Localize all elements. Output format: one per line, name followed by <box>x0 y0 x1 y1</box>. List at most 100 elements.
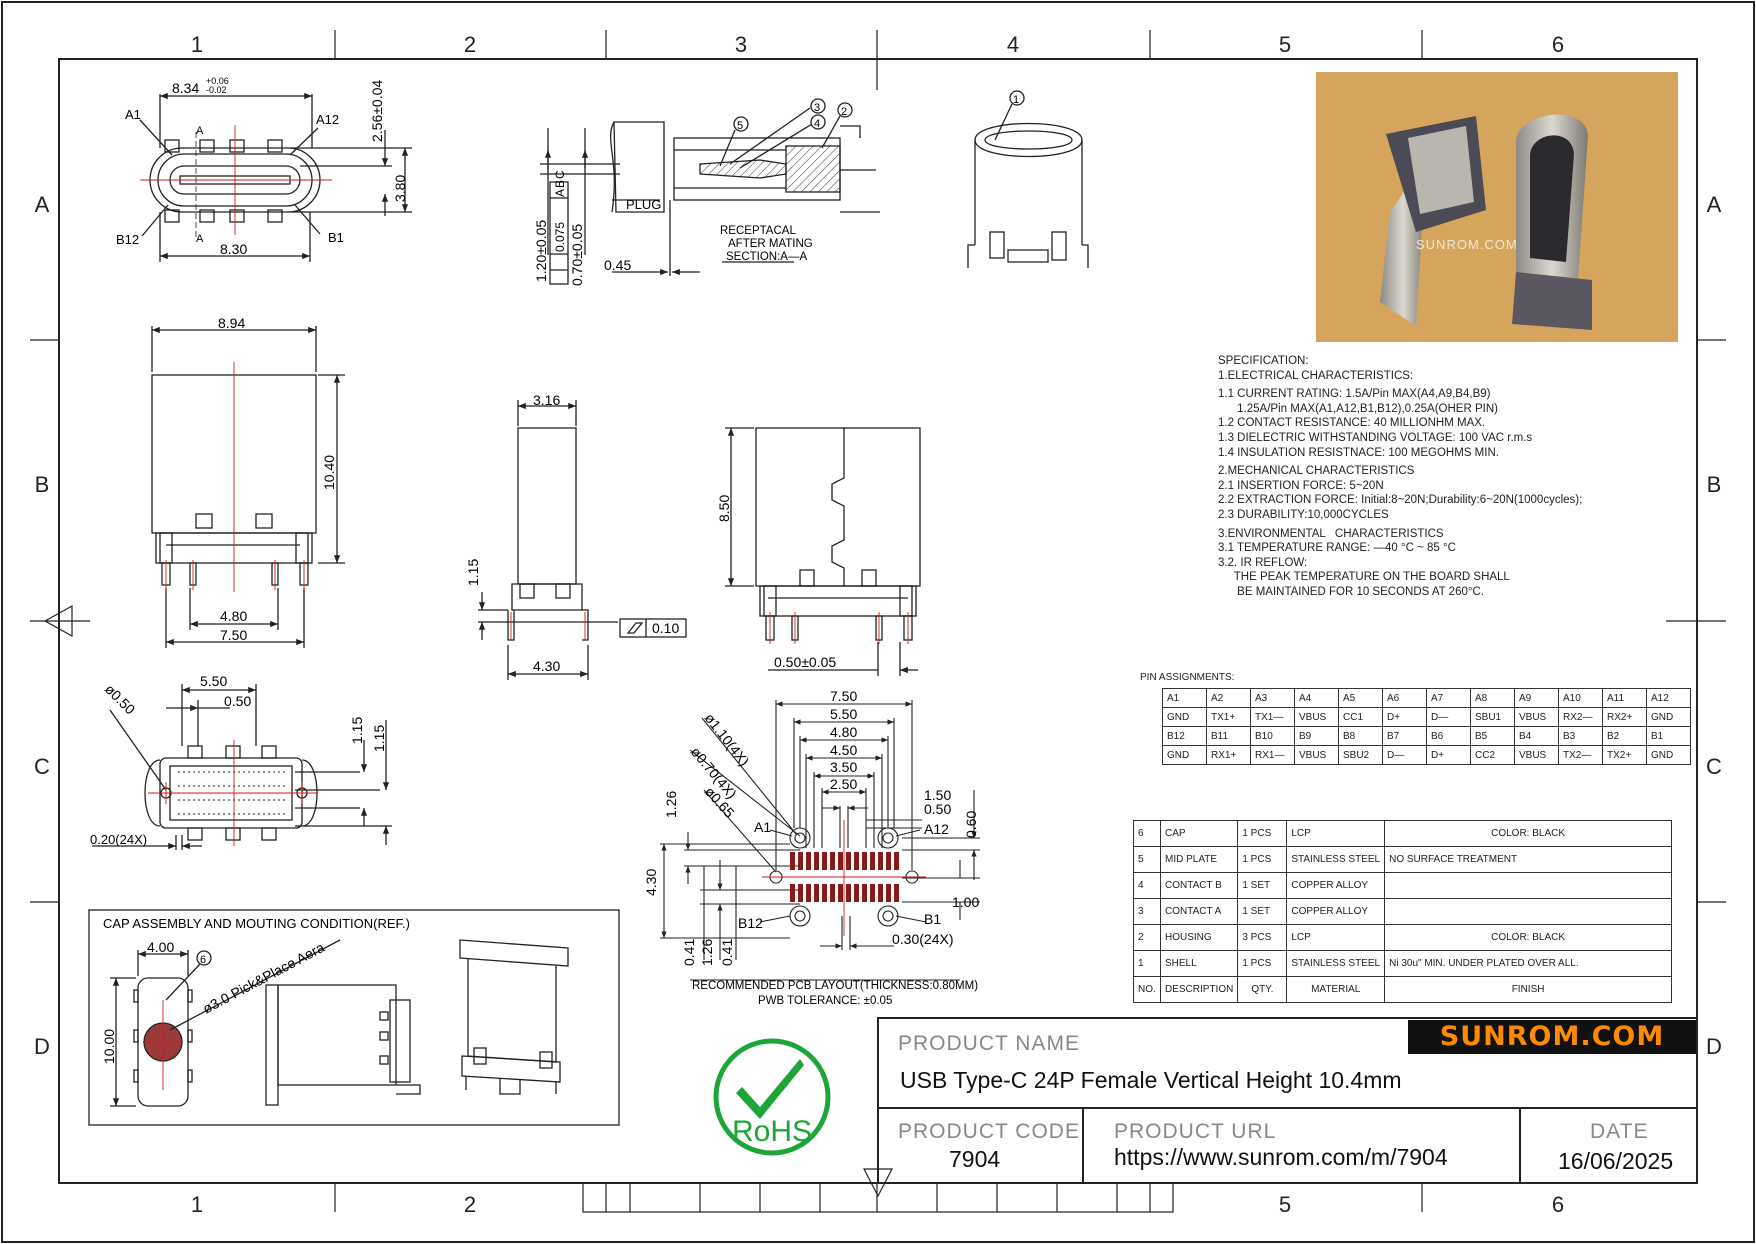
pcb-caption: RECOMMENDED PCB LAYOUT(THICKNESS:0.80MM) <box>692 980 978 992</box>
pin-cell: RX1+ <box>1206 745 1251 765</box>
zone-row-a-right: A <box>1706 192 1722 217</box>
bom-cell: FINISH <box>1384 976 1673 1003</box>
dim-894: 8.94 <box>218 315 245 331</box>
rohs-text: RoHS <box>732 1115 812 1148</box>
bom-cell: SHELL <box>1159 950 1239 977</box>
spec-line: THE PEAK TEMPERATURE ON THE BOARD SHALL <box>1218 571 1510 584</box>
spec-line: 1.4 INSULATION RESISTNACE: 100 MEGOHMS M… <box>1218 446 1499 459</box>
callout-1: 1 <box>1013 94 1019 106</box>
zone-col-1-bottom: 1 <box>190 1192 204 1217</box>
spec-line: 3.ENVIRONMENTAL CHARACTERISTICS <box>1218 527 1444 540</box>
product-url-label: PRODUCT URL <box>1114 1120 1277 1143</box>
cap-dim-400: 4.00 <box>147 939 174 955</box>
zone-col-4-top: 4 <box>1006 32 1020 57</box>
bom-cell: MID PLATE <box>1159 846 1239 873</box>
spec-line: 3.2. IR REFLOW: <box>1218 556 1308 569</box>
bom-cell: HOUSING <box>1159 924 1239 951</box>
dim-834: 8.34 <box>172 80 199 96</box>
zone-col-6-top: 6 <box>1551 32 1565 57</box>
dim-430: 4.30 <box>533 658 560 674</box>
label-b1: B1 <box>328 230 344 245</box>
bom-cell <box>1384 898 1673 925</box>
dim-550: 5.50 <box>200 673 227 689</box>
dim-115-bottom-a: 1.15 <box>349 717 365 744</box>
dim-480: 4.80 <box>220 608 247 624</box>
label-section-aa: SECTION:A—A <box>726 251 807 263</box>
spec-line: 1.1 CURRENT RATING: 1.5A/Pin MAX(A4,A9,B… <box>1218 388 1491 401</box>
spec-line: BE MAINTAINED FOR 10 SECONDS AT 260°C. <box>1218 585 1484 598</box>
dim-830: 8.30 <box>220 241 247 257</box>
zone-row-d-left: D <box>34 1034 50 1059</box>
pcb-dim-430: 4.30 <box>643 869 659 896</box>
pcb-dim-041b: 0.41 <box>719 939 735 966</box>
dim-020-24x: 0.20(24X) <box>90 832 147 847</box>
pcb-tolerance: PWB TOLERANCE: ±0.05 <box>758 995 892 1007</box>
pcb-dim-350: 3.50 <box>830 759 857 775</box>
bom-cell: LCP <box>1286 924 1386 951</box>
product-photo: SUNROM.COM <box>1316 72 1678 342</box>
pcb-dim-126a: 1.26 <box>663 791 679 818</box>
dim-0075: 0.075 <box>553 222 567 252</box>
dim-380: 3.80 <box>392 175 408 202</box>
flatness-010: 0.10 <box>652 620 679 636</box>
bom-cell: STAINLESS STEEL <box>1286 846 1386 873</box>
pcb-label-a1: A1 <box>754 819 771 835</box>
pcb-dim-750: 7.50 <box>830 688 857 704</box>
dim-115-bottom-b: 1.15 <box>371 725 387 752</box>
dim-115-side: 1.15 <box>465 559 481 586</box>
zone-col-2-top: 2 <box>463 32 477 57</box>
dim-834-tol-up: +0.06 <box>206 76 229 86</box>
section-a-bottom: A <box>196 233 204 245</box>
dim-050-005: 0.50±0.05 <box>774 654 836 670</box>
datum-b: B <box>553 180 567 188</box>
callout-5: 5 <box>737 120 743 132</box>
product-code-label: PRODUCT CODE <box>898 1120 1080 1143</box>
zone-col-3-top: 3 <box>734 32 748 57</box>
pin-assignments-title: PIN ASSIGNMENTS: <box>1140 672 1235 683</box>
callout-6: 6 <box>200 954 206 966</box>
bom-cell: Ni 30u" MIN. UNDER PLATED OVER ALL. <box>1384 950 1673 977</box>
label-after-mating: AFTER MATING <box>728 238 813 250</box>
logo-text: SUNROM.COM <box>1439 1021 1665 1052</box>
dim-120: 1.20±0.05 <box>533 220 549 282</box>
callout-2: 2 <box>841 106 847 118</box>
bom-cell: COLOR: BLACK <box>1384 924 1673 951</box>
pcb-label-b12: B12 <box>738 915 763 931</box>
pcb-dim-100: 1.00 <box>952 894 979 910</box>
zone-row-b-right: B <box>1706 472 1722 497</box>
spec-line: 2.MECHANICAL CHARACTERISTICS <box>1218 465 1415 478</box>
bom-cell <box>1384 872 1673 899</box>
zone-col-5-bottom: 5 <box>1278 1192 1292 1217</box>
zone-col-5-top: 5 <box>1278 32 1292 57</box>
bom-cell: CONTACT A <box>1159 898 1239 925</box>
bom-cell: STAINLESS STEEL <box>1286 950 1386 977</box>
pcb-dim-480: 4.80 <box>830 724 857 740</box>
datum-a: A <box>553 189 567 197</box>
bom-cell: 1 SET <box>1237 872 1288 899</box>
date-label: DATE <box>1590 1120 1649 1143</box>
label-a1: A1 <box>125 107 141 122</box>
pin-cell: SBU2 <box>1338 745 1383 765</box>
bom-cell: DESCRIPTION <box>1159 976 1239 1003</box>
spec-line: SPECIFICATION: <box>1218 355 1309 367</box>
section-a-top: A <box>196 125 204 137</box>
view-iso-sketch <box>967 90 1089 268</box>
rohs-check-icon <box>736 1059 804 1119</box>
spec-line: 3.1 TEMPERATURE RANGE: —40 °C ~ 85 °C <box>1218 542 1456 555</box>
zone-col-1-top: 1 <box>190 32 204 57</box>
bom-cell: 2 <box>1133 924 1161 951</box>
dim-050: 0.50 <box>224 693 251 709</box>
cap-title: CAP ASSEMBLY AND MOUTING CONDITION(REF.) <box>103 916 410 931</box>
zone-row-d-right: D <box>1706 1034 1722 1059</box>
product-url[interactable]: https://www.sunrom.com/m/7904 <box>1114 1144 1448 1170</box>
date-value: 16/06/2025 <box>1558 1148 1674 1174</box>
bom-cell: 1 <box>1133 950 1161 977</box>
spec-line: 2.1 INSERTION FORCE: 5~20N <box>1218 479 1384 492</box>
view-pcb-layout <box>660 700 980 981</box>
dim-070: 0.70±0.05 <box>569 224 585 286</box>
datum-c: C <box>553 170 567 179</box>
